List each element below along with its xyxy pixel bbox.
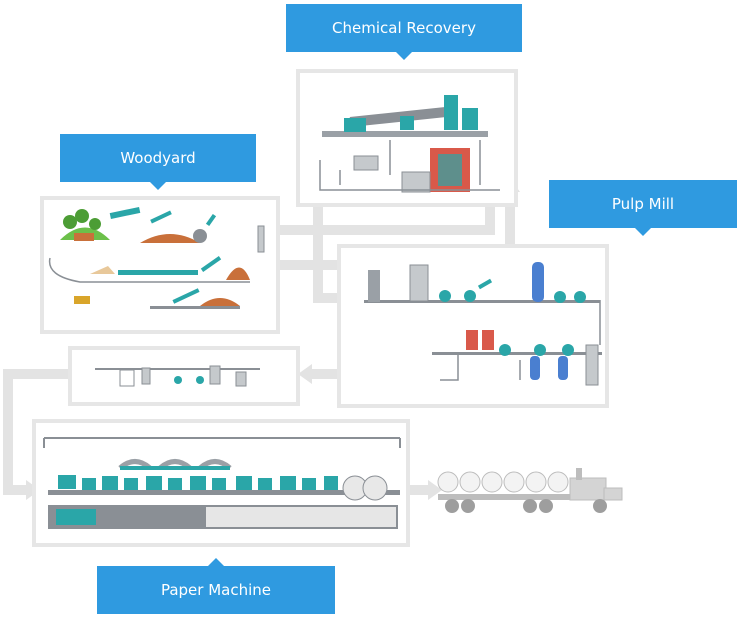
- panel-stock-prep: [68, 346, 300, 406]
- loader-truck-icon: [74, 233, 94, 241]
- conveyor-icon: [109, 206, 141, 220]
- logging-truck-icon: [437, 468, 623, 513]
- chemical-recovery-label: Chemical Recovery: [286, 4, 522, 60]
- chemical-recovery-label-pointer: [395, 51, 413, 60]
- woodyard-label: Woodyard: [60, 134, 256, 190]
- paper-machine-drawing: [43, 437, 401, 529]
- digester-icon: [368, 270, 380, 302]
- stock-prep-drawing: [95, 365, 260, 387]
- paper-machine-label-pointer: [207, 558, 225, 567]
- pulp-mill-label-pointer: [634, 227, 652, 236]
- panel-woodyard: [40, 196, 280, 334]
- woodyard-label-pointer: [149, 181, 167, 190]
- pulp-mill-label: Pulp Mill: [549, 180, 737, 236]
- arrowhead-truck: [428, 480, 442, 500]
- pulp-mill-drawing: [364, 262, 602, 386]
- pulp-mill-label-text: Pulp Mill: [611, 195, 675, 213]
- recovery-drawing: [319, 95, 500, 193]
- pump-icon: [439, 290, 451, 302]
- tank-icon: [532, 262, 544, 302]
- arrow-recovery-to-pulp: [313, 205, 345, 303]
- woodyard-drawing: [48, 206, 265, 309]
- arrowhead-stockprep: [298, 364, 312, 384]
- paper-machine-icon: [48, 490, 400, 495]
- chemical-recovery-label-text: Chemical Recovery: [332, 19, 476, 37]
- woodyard-label-text: Woodyard: [120, 149, 196, 167]
- arrow-stockprep-to-paper: [3, 369, 68, 495]
- paper-machine-label: Paper Machine: [97, 558, 335, 614]
- paper-machine-label-text: Paper Machine: [160, 581, 272, 599]
